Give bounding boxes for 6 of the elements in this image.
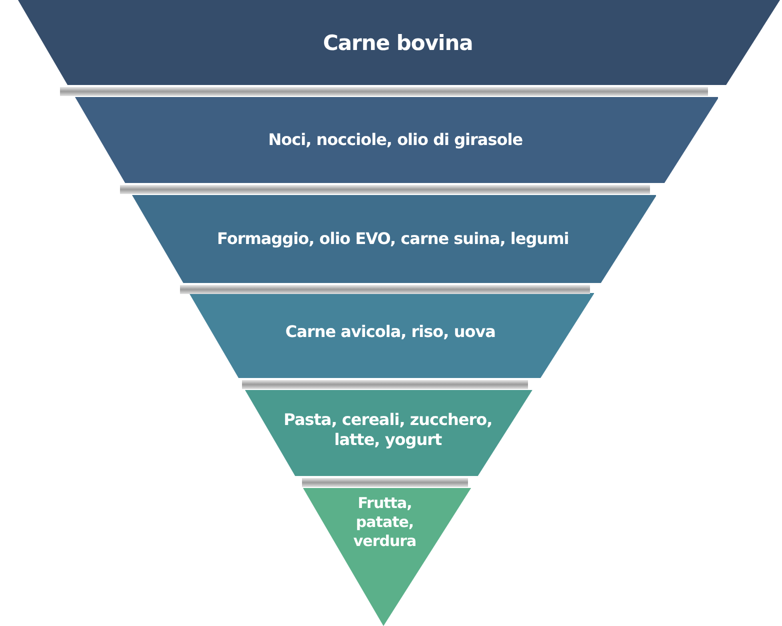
tier-label: Noci, nocciole, olio di girasole — [267, 130, 524, 150]
tier-label: Frutta, patate, verdura — [352, 494, 418, 550]
tier-label: Pasta, cereali, zucchero, latte, yogurt — [282, 410, 494, 450]
tier-label: Carne avicola, riso, uova — [284, 322, 496, 342]
tier-label: Formaggio, olio EVO, carne suina, legumi — [216, 229, 570, 249]
tier-label: Carne bovina — [322, 30, 474, 56]
